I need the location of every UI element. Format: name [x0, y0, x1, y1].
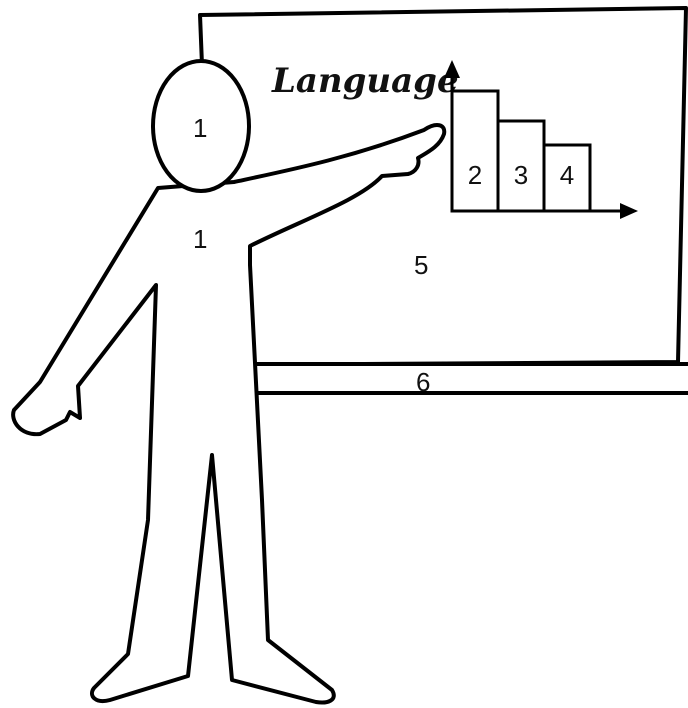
bar-2	[452, 91, 498, 211]
board-area-label: 5	[414, 250, 428, 280]
board-title: Language	[271, 61, 459, 101]
bar-label-4: 4	[560, 160, 574, 190]
whiteboard-ledge	[240, 364, 688, 393]
bar-label-2: 2	[468, 160, 482, 190]
ledge-label: 6	[416, 367, 430, 397]
body-label: 1	[193, 224, 207, 254]
head-label: 1	[193, 113, 207, 143]
bar-label-3: 3	[514, 160, 528, 190]
